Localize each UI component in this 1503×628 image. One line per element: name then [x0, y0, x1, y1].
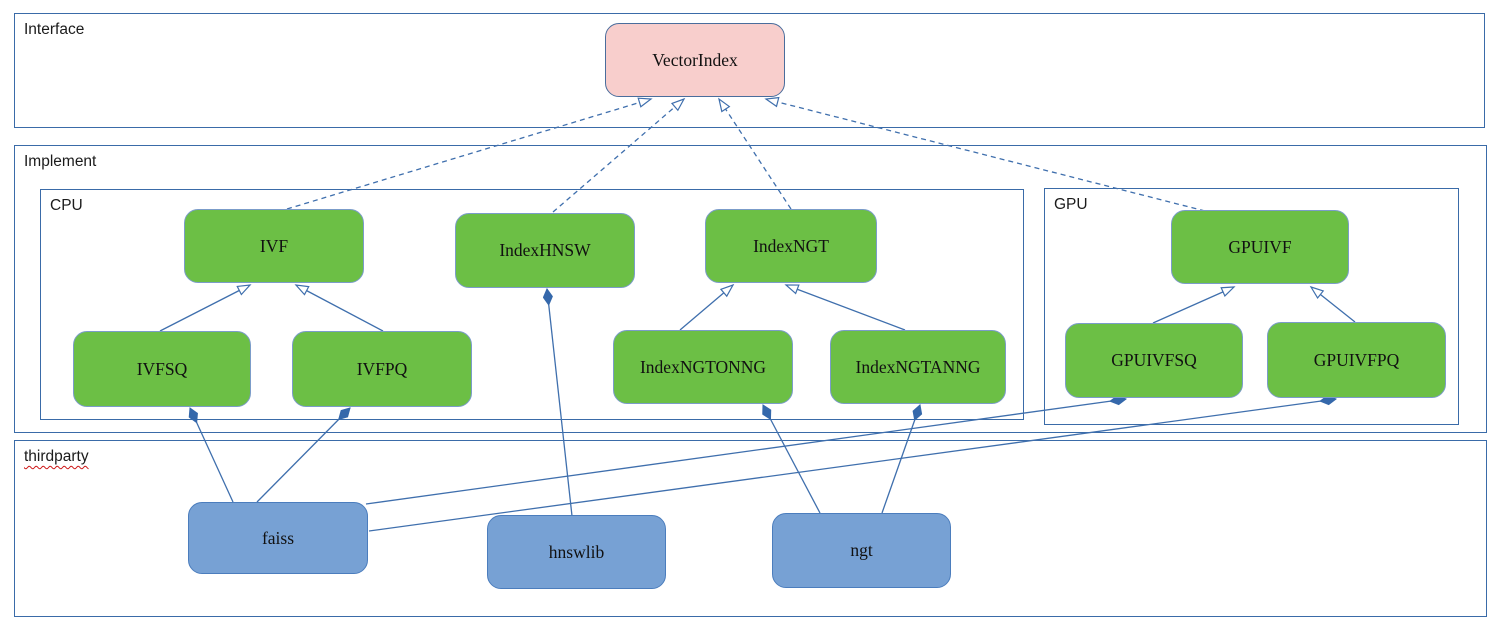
container-interface: Interface	[14, 13, 1485, 128]
node-gpuivf-label: GPUIVF	[1228, 236, 1292, 257]
edge-indexhnsw-to-vectorindex	[552, 97, 686, 213]
edge-gpuivfpq-to-gpuivf	[1309, 285, 1356, 323]
node-hnswlib-label: hnswlib	[548, 541, 605, 562]
container-thirdparty: thirdparty	[14, 440, 1487, 617]
edge-faiss-to-gpuivfpq	[368, 399, 1336, 532]
node-hnswlib: hnswlib	[487, 515, 666, 589]
node-gpuivfsq: GPUIVFSQ	[1065, 323, 1243, 398]
container-implement: Implement	[14, 145, 1487, 433]
edge-faiss-to-ivfpq	[256, 408, 350, 503]
node-ivfpq-label: IVFPQ	[356, 358, 408, 379]
edge-indexngtanng-to-indexngt	[784, 284, 906, 331]
edge-indexngtonng-to-indexngt	[679, 283, 735, 331]
edge-hnswlib-to-indexhnsw	[547, 289, 573, 517]
edge-faiss-to-gpuivfsq	[365, 399, 1126, 505]
node-faiss: faiss	[188, 502, 368, 574]
container-cpu-label: CPU	[50, 197, 83, 214]
edge-faiss-to-ivfsq	[190, 408, 234, 503]
container-gpu-label: GPU	[1054, 196, 1088, 213]
node-ivfsq: IVFSQ	[73, 331, 251, 407]
node-indexngtanng: IndexNGTANNG	[830, 330, 1006, 404]
edge-indexngt-to-vectorindex	[718, 97, 792, 210]
container-cpu: CPU	[40, 189, 1024, 420]
node-faiss-label: faiss	[261, 527, 295, 548]
edge-ivf-to-vectorindex	[286, 97, 653, 210]
node-ivf-label: IVF	[259, 235, 289, 256]
node-gpuivfpq-label: GPUIVFPQ	[1313, 349, 1400, 370]
node-vectorindex: VectorIndex	[605, 23, 785, 97]
node-gpuivfpq: GPUIVFPQ	[1267, 322, 1446, 398]
edge-ngt-to-indexngtanng	[881, 405, 920, 514]
node-indexhnsw: IndexHNSW	[455, 213, 635, 288]
edge-ivfpq-to-ivf	[294, 284, 384, 332]
node-ivf: IVF	[184, 209, 364, 283]
node-gpuivfsq-label: GPUIVFSQ	[1111, 350, 1197, 370]
edge-gpuivf-to-vectorindex	[764, 96, 1206, 212]
node-indexngtonng: IndexNGTONNG	[613, 330, 793, 404]
node-vectorindex-label: VectorIndex	[652, 49, 738, 70]
node-gpuivf: GPUIVF	[1171, 210, 1349, 284]
node-indexngtonng-label: IndexNGTONNG	[639, 356, 767, 377]
node-indexngt-label: IndexNGT	[753, 235, 829, 256]
node-ngt-label: ngt	[850, 540, 873, 560]
container-implement-label: Implement	[24, 153, 97, 170]
node-ngt: ngt	[772, 513, 951, 588]
container-interface-label: Interface	[24, 21, 85, 38]
container-thirdparty-label: thirdparty	[24, 448, 89, 465]
edge-gpuivfsq-to-gpuivf	[1152, 286, 1236, 324]
node-ivfpq: IVFPQ	[292, 331, 472, 407]
node-indexhnsw-label: IndexHNSW	[499, 240, 591, 260]
edge-ngt-to-indexngtonng	[763, 405, 821, 514]
node-ivfsq-label: IVFSQ	[136, 358, 188, 379]
container-gpu: GPU	[1044, 188, 1459, 425]
node-indexngt: IndexNGT	[705, 209, 877, 283]
edge-ivfsq-to-ivf	[159, 284, 252, 332]
node-indexngtanng-label: IndexNGTANNG	[855, 356, 981, 377]
